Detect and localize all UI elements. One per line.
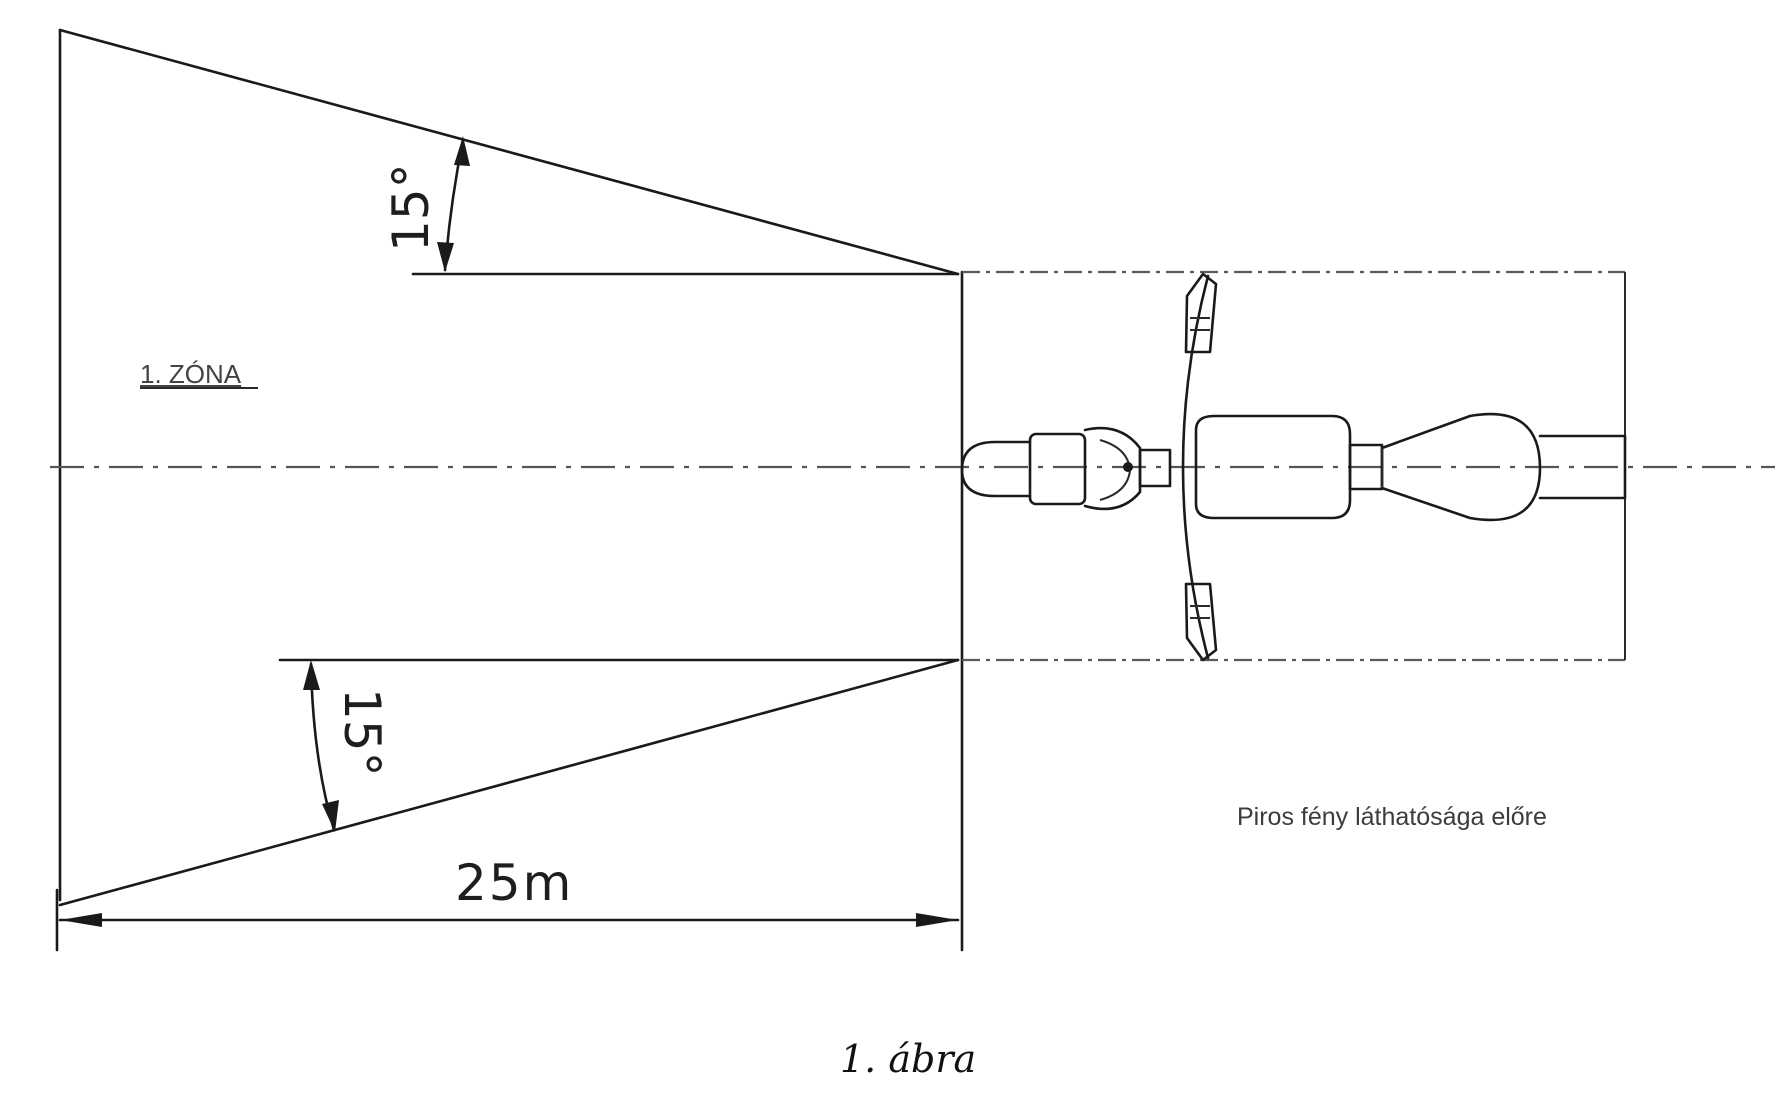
- distance-arrow-right: [916, 913, 958, 927]
- motorcycle-icon: [960, 272, 1627, 662]
- upper-zone-edge: [58, 28, 960, 276]
- upper-angle-arrow-top: [454, 136, 470, 166]
- lower-angle-arrow-bottom: [322, 800, 339, 832]
- figure-caption: 1. ábra: [840, 1037, 976, 1081]
- upper-angle-label: 15°: [382, 163, 440, 252]
- lower-zone-edge: [58, 658, 960, 907]
- lower-angle-arrow-top: [303, 660, 320, 690]
- distance-label: 25m: [455, 854, 573, 912]
- upper-angle-arrow-bottom: [437, 242, 454, 272]
- distance-arrow-left: [60, 913, 102, 927]
- red-light-visibility-note: Piros fény láthatósága előre: [1237, 803, 1547, 831]
- lower-angle-label: 15°: [333, 688, 391, 777]
- zone-label: 1. ZÓNA: [140, 359, 242, 389]
